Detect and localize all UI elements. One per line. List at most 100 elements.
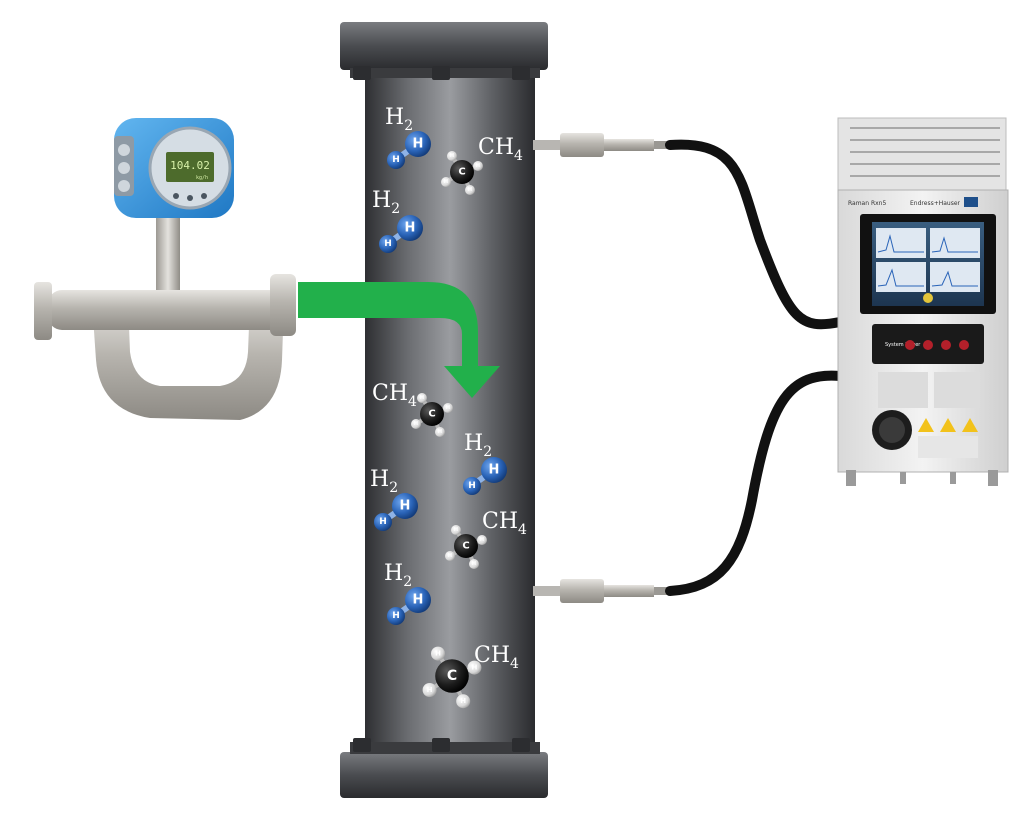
- hydrogen-atom: [481, 457, 507, 483]
- hydrogen-atom: [443, 403, 453, 413]
- hydrogen-atom: [411, 419, 421, 429]
- hydrogen-atom-letter: H: [435, 650, 441, 658]
- molecule-formula-label: CH4: [482, 509, 527, 538]
- hydrogen-atom: [469, 559, 479, 569]
- coriolis-flow-meter: 104.02 kg/h: [34, 118, 296, 420]
- hydrogen-atom: [447, 151, 457, 161]
- screen-panels: [876, 228, 980, 303]
- hydrogen-atom: [387, 151, 405, 169]
- hydrogen-atom: [405, 131, 431, 157]
- meter-outlet-flange: [270, 274, 296, 336]
- molecule-formula-label: H2: [372, 188, 400, 217]
- hydrogen-atom-letter: H: [400, 499, 411, 514]
- hydrogen-atom-letter: H: [460, 697, 466, 705]
- brand-logo: [964, 197, 978, 207]
- molecule-formula-label: H2: [384, 561, 412, 590]
- upper-probe: [533, 133, 670, 157]
- hydrogen-atom: [417, 393, 427, 403]
- hydrogen-atom-letter: H: [472, 561, 476, 567]
- hydrogen-atom: [397, 215, 423, 241]
- hydrogen-atom-letter: H: [413, 593, 424, 608]
- pipe-column: [340, 22, 548, 798]
- hydrogen-atom: [435, 427, 445, 437]
- meter-display-value: 104.02: [170, 159, 210, 172]
- pipe-bottom-bolts: [353, 738, 530, 752]
- hydrogen-atom-letter: H: [454, 527, 458, 533]
- molecule-formula-label: H2: [464, 431, 492, 460]
- hydrogen-atom-letter: H: [489, 463, 500, 478]
- hydrogen-atom: [445, 551, 455, 561]
- carbon-atom-letter: C: [447, 668, 457, 684]
- hydrogen-atom-letter: H: [379, 517, 387, 527]
- carbon-atom: [450, 160, 474, 184]
- hydrogen-atom-letter: H: [420, 395, 424, 401]
- hydrogen-atom: [467, 660, 482, 675]
- carbon-atom-letter: C: [458, 167, 465, 178]
- meter-inlet-flange: [34, 282, 52, 340]
- hydrogen-atom-letter: H: [413, 137, 424, 152]
- molecule-formula-label: H2: [370, 467, 398, 496]
- hydrogen-atom: [465, 185, 475, 195]
- pipe-top-bolts: [353, 66, 530, 80]
- meter-body: [48, 290, 284, 330]
- molecule-h2: H H H2: [372, 188, 423, 253]
- hydrogen-atom: [392, 493, 418, 519]
- analyzer-brand-label: Endress+Hauser: [910, 200, 961, 207]
- system-power-label: System Power: [885, 342, 921, 348]
- molecule-formula-label: CH4: [474, 643, 519, 672]
- hydrogen-atom-letter: H: [392, 155, 400, 165]
- flow-direction-arrow: [298, 282, 500, 398]
- status-indicators: [905, 340, 969, 350]
- hydrogen-atom: [387, 607, 405, 625]
- carbon-atom: [435, 659, 469, 693]
- analyzer-vent-top: [837, 117, 1007, 193]
- hydrogen-atom: [379, 235, 397, 253]
- hydrogen-atom: [477, 535, 487, 545]
- hydrogen-atom-letter: H: [392, 611, 400, 621]
- carbon-atom-letter: C: [462, 541, 469, 552]
- hydrogen-atom-letter: H: [438, 429, 442, 435]
- carbon-atom: [454, 534, 478, 558]
- hydrogen-atom-letter: H: [384, 239, 392, 249]
- molecule-layer: HHH2HHHHCCH4HHH2HHHHCCH4HHH2HHH2HHHHCCH4…: [370, 105, 527, 709]
- carbon-atom: [420, 402, 444, 426]
- hydrogen-atom-letter: H: [471, 664, 477, 672]
- warning-labels: [878, 372, 980, 458]
- pipe-top-flange: [340, 22, 548, 70]
- hydrogen-atom: [463, 477, 481, 495]
- hydrogen-atom: [473, 161, 483, 171]
- meter-display-unit: kg/h: [196, 175, 208, 181]
- hydrogen-atom: [422, 683, 437, 697]
- upper-fiber-cable: [665, 139, 845, 330]
- carbon-atom-letter: C: [428, 409, 435, 420]
- hydrogen-atom-letter: H: [448, 553, 452, 559]
- lower-probe: [533, 579, 670, 603]
- hydrogen-atom-letter: H: [468, 187, 472, 193]
- molecule-formula-label: CH4: [372, 381, 417, 410]
- lower-fiber-cable: [665, 370, 845, 596]
- molecule-formula-label: CH4: [478, 135, 523, 164]
- meter-neck: [156, 212, 180, 296]
- hydrogen-atom: [441, 177, 451, 187]
- hydrogen-atom-letter: H: [414, 421, 418, 427]
- hydrogen-atom: [456, 694, 471, 709]
- hydrogen-atom: [374, 513, 392, 531]
- hydrogen-atom: [405, 587, 431, 613]
- hydrogen-atom: [431, 646, 445, 661]
- pipe-bottom-flange: [340, 752, 548, 798]
- hydrogen-atom-letter: H: [476, 163, 480, 169]
- meter-display: [166, 152, 214, 182]
- analyzer-model-label: Raman Rxn5: [848, 200, 886, 207]
- hydrogen-atom-letter: H: [405, 221, 416, 236]
- hydrogen-atom: [451, 525, 461, 535]
- hydrogen-atom-letter: H: [444, 179, 448, 185]
